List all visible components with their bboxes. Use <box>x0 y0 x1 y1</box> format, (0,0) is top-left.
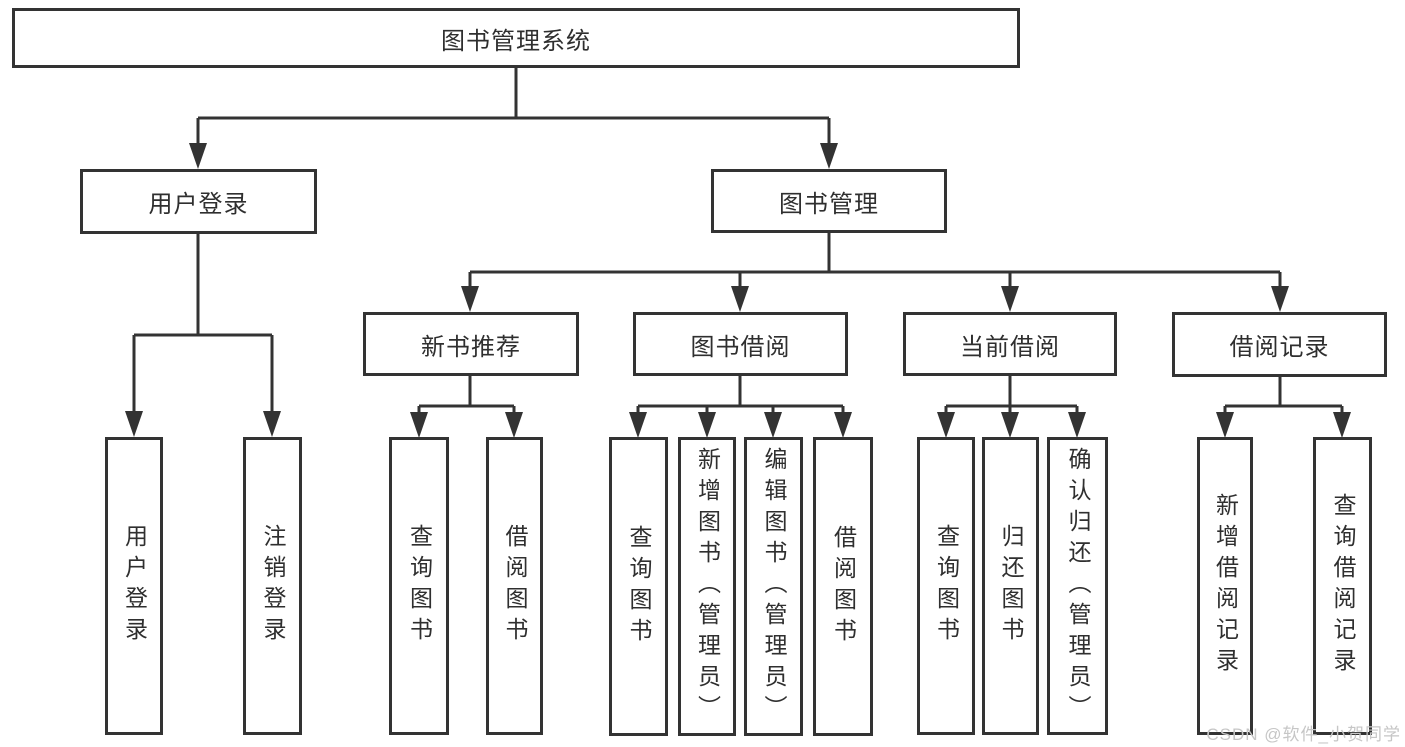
node-root: 图书管理系统 <box>12 8 1020 68</box>
leaf-return-books: 归还图书 <box>982 437 1039 735</box>
node-current-borrow: 当前借阅 <box>903 312 1117 376</box>
leaf-logout: 注销登录 <box>243 437 302 735</box>
node-new-book-recommend-label: 新书推荐 <box>421 333 521 361</box>
leaf-borrow-query-books-label: 查询图书 <box>626 524 652 649</box>
leaf-borrow-borrow-books-label: 借阅图书 <box>830 524 857 649</box>
node-user-login: 用户登录 <box>80 169 317 234</box>
node-root-label: 图书管理系统 <box>441 27 591 55</box>
node-book-management: 图书管理 <box>711 169 947 233</box>
leaf-edit-book-admin-label: 编辑图书（管理员） <box>761 447 787 726</box>
leaf-user-login-label: 用户登录 <box>121 524 148 648</box>
csdn-watermark: CSDN @软件_小贺同学 <box>1206 725 1401 744</box>
node-book-borrow: 图书借阅 <box>633 312 848 376</box>
node-new-book-recommend: 新书推荐 <box>363 312 579 376</box>
leaf-recommend-query-books-label: 查询图书 <box>406 524 433 648</box>
node-borrow-records-label: 借阅记录 <box>1229 334 1330 361</box>
leaf-edit-book-admin: 编辑图书（管理员） <box>744 437 803 736</box>
leaf-borrow-borrow-books: 借阅图书 <box>813 437 873 736</box>
leaf-recommend-query-books: 查询图书 <box>389 437 449 735</box>
leaf-confirm-return-admin: 确认归还（管理员） <box>1047 437 1108 735</box>
node-book-borrow-label: 图书借阅 <box>690 333 791 361</box>
leaf-add-borrow-record-label: 新增借阅记录 <box>1212 493 1239 679</box>
leaf-confirm-return-admin-label: 确认归还（管理员） <box>1065 446 1091 726</box>
leaf-add-borrow-record: 新增借阅记录 <box>1197 437 1253 735</box>
leaf-current-query-books-label: 查询图书 <box>933 524 960 648</box>
node-user-login-label: 用户登录 <box>148 191 249 218</box>
leaf-current-query-books: 查询图书 <box>917 437 975 735</box>
leaf-recommend-borrow-books: 借阅图书 <box>486 437 543 735</box>
node-book-management-label: 图书管理 <box>779 190 879 218</box>
node-borrow-records: 借阅记录 <box>1172 312 1387 377</box>
leaf-return-books-label: 归还图书 <box>998 524 1024 648</box>
leaf-query-borrow-record-label: 查询借阅记录 <box>1330 493 1356 679</box>
leaf-add-book-admin: 新增图书（管理员） <box>678 437 736 736</box>
leaf-logout-label: 注销登录 <box>260 524 286 648</box>
node-current-borrow-label: 当前借阅 <box>960 333 1060 361</box>
leaf-user-login: 用户登录 <box>105 437 163 735</box>
leaf-add-book-admin-label: 新增图书（管理员） <box>694 447 721 726</box>
leaf-query-borrow-record: 查询借阅记录 <box>1313 437 1372 735</box>
leaf-borrow-query-books: 查询图书 <box>609 437 668 736</box>
leaf-recommend-borrow-books-label: 借阅图书 <box>502 524 528 648</box>
